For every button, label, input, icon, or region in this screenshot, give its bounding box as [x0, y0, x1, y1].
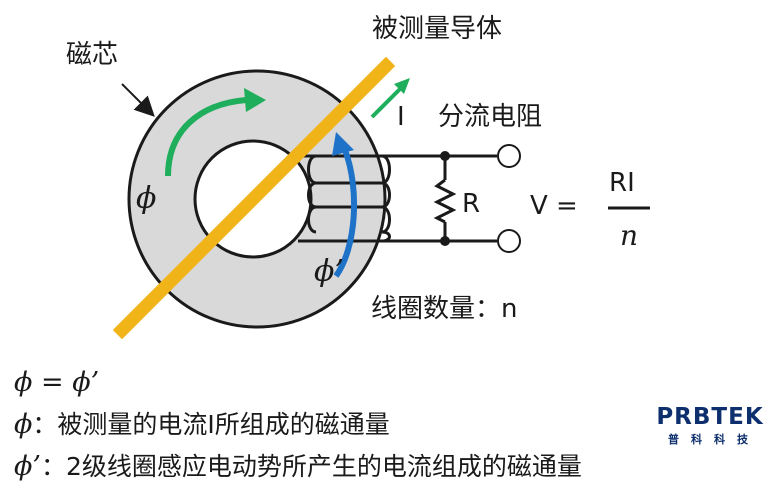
output-terminal-bottom	[497, 229, 521, 253]
shunt-node-bottom	[440, 236, 450, 246]
resistor-symbol-label: R	[462, 189, 481, 219]
coil-turns-label: 线圈数量：n	[371, 294, 518, 324]
legend-equality-text: ϕ = ϕ’	[14, 367, 100, 398]
conductor-label: 被测量导体	[372, 14, 503, 44]
phi-prime-label: ϕ’	[314, 254, 344, 289]
measured-conductor	[112, 56, 396, 340]
current-label: I	[397, 102, 405, 132]
legend-phi: ϕ：被测量的电流I所组成的磁通量	[14, 411, 390, 438]
legend-phi-prime-symbol: ϕ’	[14, 451, 41, 482]
shunt-resistor-label: 分流电阻	[438, 102, 543, 132]
core-label: 磁芯	[66, 40, 119, 70]
voltage-equation-label: V =	[530, 191, 578, 221]
fraction-numerator: RI	[609, 168, 635, 198]
current-direction-arrow	[370, 78, 410, 119]
fraction-denominator: n	[620, 219, 639, 252]
legend-phi-text: ：被测量的电流I所组成的磁通量	[32, 410, 390, 439]
green-flux-arrow	[165, 88, 266, 177]
logo-wordmark: PRBTEK	[656, 404, 764, 430]
legend-phi-prime-text: ：2级线圈感应电动势所产生的电流组成的磁通量	[41, 452, 582, 481]
blue-flux-arrow	[332, 132, 358, 278]
secondary-coil	[298, 154, 391, 243]
logo-subtitle: 普科科技	[668, 433, 760, 446]
prbtek-logo: PRBTEK 普科科技	[654, 404, 766, 447]
legend-phi-symbol: ϕ	[14, 409, 33, 440]
phi-label: ϕ	[136, 181, 157, 216]
shunt-node-top	[440, 151, 450, 161]
core-pointer-arrow	[121, 83, 155, 117]
legend-equality: ϕ = ϕ’	[14, 369, 99, 396]
legend-phi-prime: ϕ’：2级线圈感应电动势所产生的电流组成的磁通量	[14, 453, 582, 480]
output-terminal-top	[497, 144, 521, 168]
